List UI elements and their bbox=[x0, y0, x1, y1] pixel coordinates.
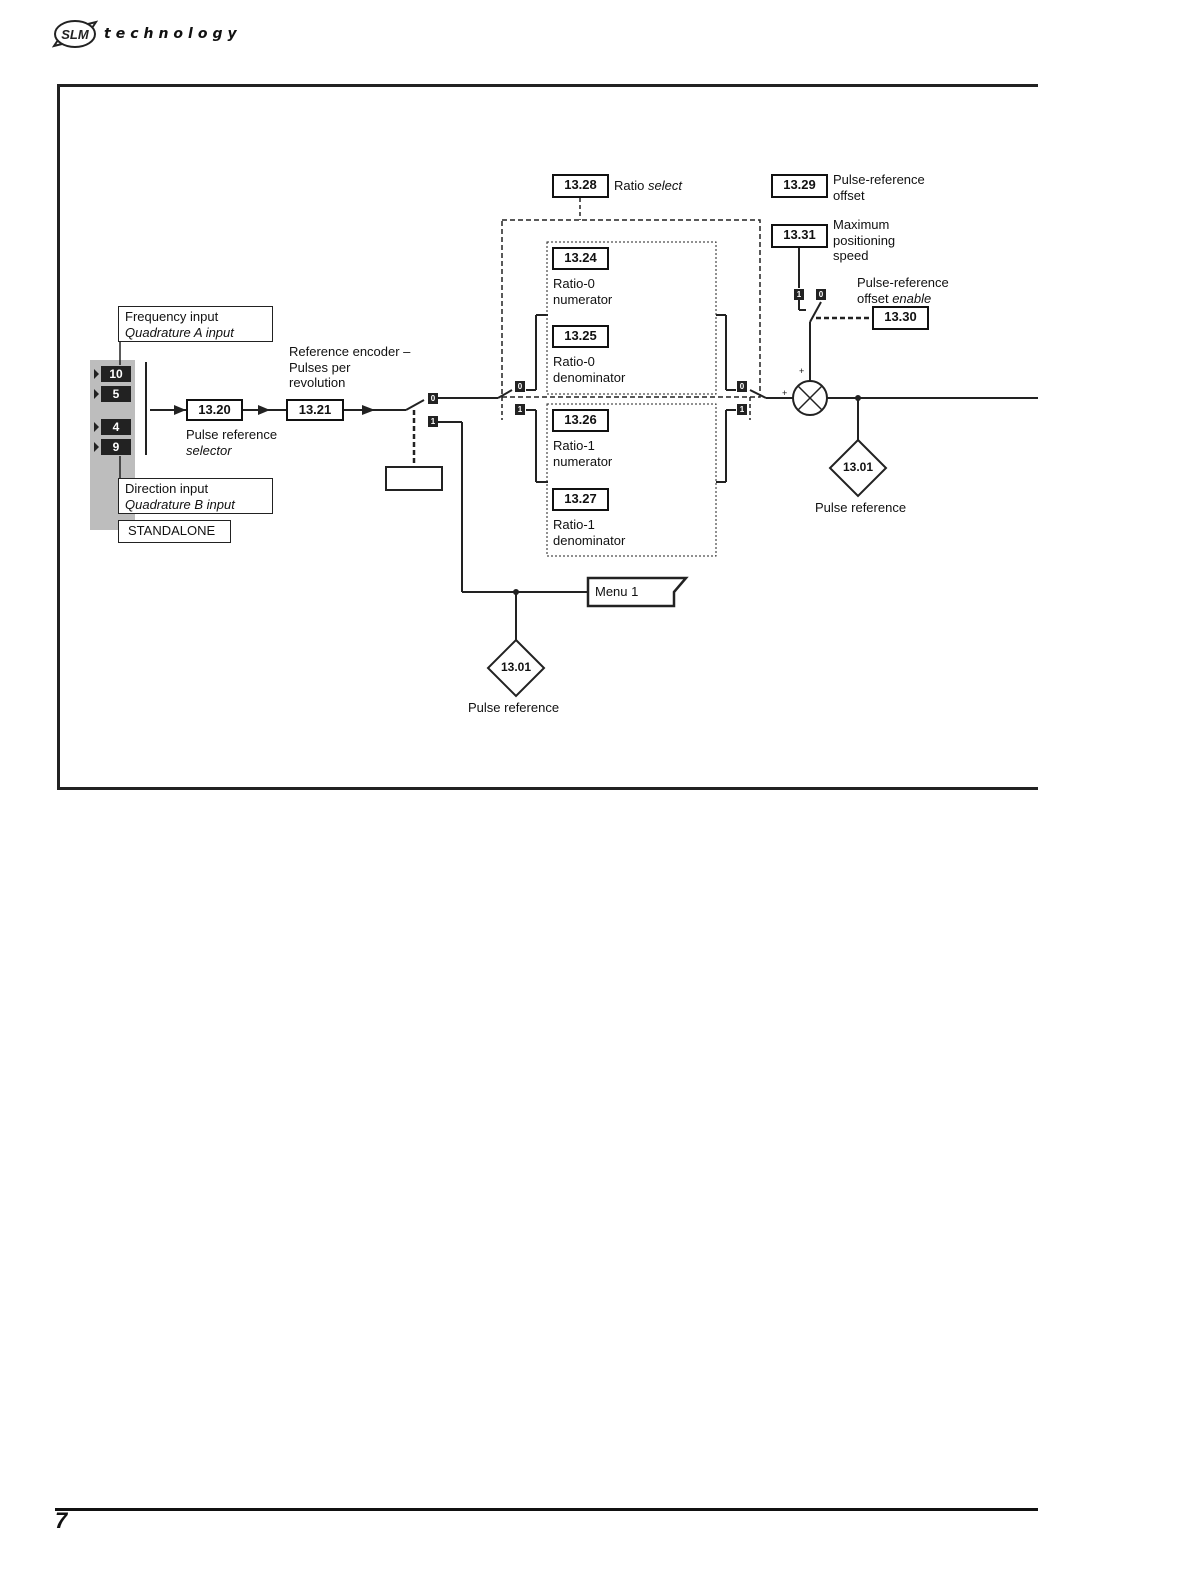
param-13-31: 13.31 bbox=[771, 224, 828, 248]
param-13-30: 13.30 bbox=[872, 306, 929, 330]
footer-rule bbox=[55, 1508, 1038, 1511]
standalone-box: STANDALONE bbox=[118, 520, 231, 543]
switch-contact-0: 0 bbox=[428, 393, 438, 404]
quadrature-a-label: Quadrature A input bbox=[125, 324, 234, 340]
switch-contact-0: 0 bbox=[515, 381, 525, 392]
diagram-frame bbox=[57, 84, 1038, 790]
reference-encoder-label: Reference encoder – Pulses per revolutio… bbox=[289, 344, 411, 390]
switch-contact-1: 1 bbox=[794, 289, 804, 300]
param-13-20: 13.20 bbox=[186, 399, 243, 421]
switch-contact-0: 0 bbox=[737, 381, 747, 392]
slm-logo: SLM technology bbox=[52, 16, 242, 52]
terminal-5: 5 bbox=[101, 386, 131, 402]
param-13-26: 13.26 bbox=[552, 409, 609, 432]
terminal-arrow-icon bbox=[94, 422, 99, 432]
pulse-reference-right-label: Pulse reference bbox=[815, 500, 907, 515]
switch-contact-1: 1 bbox=[428, 416, 438, 427]
switch-contact-1: 1 bbox=[737, 404, 747, 415]
param-13-01-right: 13.01 bbox=[842, 460, 874, 474]
sum-plus-left: + bbox=[782, 388, 788, 398]
ratio0-numerator-label: Ratio-0 numerator bbox=[553, 276, 613, 307]
ratio1-denominator-label: Ratio-1 denominator bbox=[553, 517, 626, 548]
terminal-10: 10 bbox=[101, 366, 131, 382]
terminal-arrow-icon bbox=[94, 369, 99, 379]
terminal-4: 4 bbox=[101, 419, 131, 435]
param-13-27: 13.27 bbox=[552, 488, 609, 511]
slm-logo-icon: SLM bbox=[52, 20, 98, 48]
terminal-arrow-icon bbox=[94, 389, 99, 399]
maximum-positioning-speed-label: Maximum positioning speed bbox=[833, 217, 896, 263]
terminal-9: 9 bbox=[101, 439, 131, 455]
direction-input-label: Direction input bbox=[125, 481, 209, 496]
frequency-input-label: Frequency input bbox=[125, 309, 219, 324]
logo-text: technology bbox=[104, 26, 242, 42]
param-13-25: 13.25 bbox=[552, 325, 609, 348]
param-13-24: 13.24 bbox=[552, 247, 609, 270]
switch-contact-0: 0 bbox=[816, 289, 826, 300]
pulse-reference-offset-label: Pulse-reference offset bbox=[833, 172, 925, 203]
page-number: 7 bbox=[55, 1508, 68, 1533]
logo-mark: SLM bbox=[61, 27, 90, 42]
param-13-21: 13.21 bbox=[286, 399, 344, 421]
sum-plus-top: + bbox=[799, 366, 805, 376]
param-13-28: 13.28 bbox=[552, 174, 609, 198]
terminal-arrow-icon bbox=[94, 442, 99, 452]
frequency-input-box: Frequency input Quadrature A input bbox=[118, 306, 273, 342]
ratio1-numerator-label: Ratio-1 numerator bbox=[553, 438, 613, 469]
pulse-ref-selector-label: Pulse reference selector bbox=[186, 427, 278, 458]
param-13-29: 13.29 bbox=[771, 174, 828, 198]
ratio0-denominator-label: Ratio-0 denominator bbox=[553, 354, 626, 385]
param-13-01-bottom: 13.01 bbox=[500, 660, 532, 674]
menu-1-label: Menu 1 bbox=[595, 584, 639, 599]
switch-contact-1: 1 bbox=[515, 404, 525, 415]
pulse-reference-bottom-label: Pulse reference bbox=[468, 700, 560, 715]
direction-input-box: Direction input Quadrature B input bbox=[118, 478, 273, 514]
pulse-reference-offset-enable-label: Pulse-reference offset enable bbox=[857, 275, 949, 306]
quadrature-b-label: Quadrature B input bbox=[125, 496, 235, 512]
ratio-select-label: Ratio select bbox=[614, 178, 682, 193]
